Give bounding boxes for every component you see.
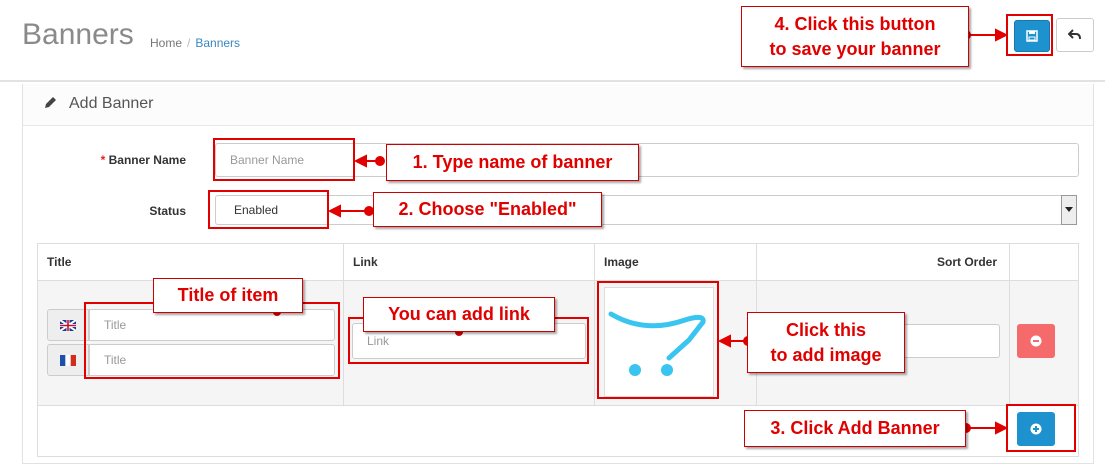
callout-save: 4. Click this button to save your banner: [741, 6, 969, 67]
highlight-banner-name: [213, 138, 355, 181]
callout-title: Title of item: [153, 278, 303, 313]
breadcrumb-home[interactable]: Home: [150, 36, 183, 50]
column-header-link: Link: [353, 255, 378, 269]
callout-save-line1: 4. Click this button: [774, 14, 936, 35]
title-input-fr[interactable]: Title: [89, 344, 335, 376]
status-dropdown-arrow[interactable]: [1061, 195, 1077, 225]
callout-banner-name: 1. Type name of banner: [386, 144, 639, 181]
status-label: Status: [149, 204, 186, 218]
callout-add: 3. Click Add Banner: [744, 410, 966, 447]
callout-image: Click this to add image: [747, 312, 905, 373]
callout-save-line2: to save your banner: [769, 38, 941, 59]
plus-circle-icon: [1030, 423, 1042, 435]
save-button[interactable]: [1014, 20, 1050, 52]
page-title: Banners: [22, 18, 134, 51]
status-value: Enabled: [234, 203, 279, 217]
banner-name-placeholder: Banner Name: [230, 153, 305, 167]
pencil-icon: [45, 97, 56, 108]
en-flag-icon: [60, 319, 76, 331]
banner-name-label: * Banner Name: [60, 153, 186, 167]
column-divider: [1009, 244, 1010, 406]
back-button[interactable]: [1056, 18, 1094, 52]
column-header-sort-order: Sort Order: [937, 255, 998, 269]
highlight-status: [208, 190, 329, 229]
fr-flag-icon: [60, 354, 76, 366]
column-header-title: Title: [47, 255, 72, 269]
banner-image-thumbnail[interactable]: [604, 287, 714, 397]
callout-image-line1: Click this: [785, 320, 866, 341]
language-en-addon: [47, 309, 89, 341]
title-placeholder-en: Title: [104, 318, 127, 332]
breadcrumb-separator: /: [187, 36, 191, 50]
remove-image-button[interactable]: [1017, 324, 1055, 358]
breadcrumb: Home / Banners: [150, 36, 240, 50]
add-banner-button[interactable]: [1017, 412, 1055, 446]
breadcrumb-current[interactable]: Banners: [195, 36, 241, 50]
add-banner-panel: Add Banner: [22, 84, 1094, 464]
cart-placeholder-icon: [608, 311, 706, 376]
callout-link: You can add link: [363, 297, 555, 332]
column-divider: [343, 244, 344, 406]
column-header-image: Image: [604, 255, 639, 269]
column-divider: [594, 244, 595, 406]
title-placeholder-fr: Title: [104, 353, 127, 367]
language-fr-addon: [47, 344, 89, 376]
required-mark: *: [100, 153, 106, 167]
panel-heading: Add Banner: [23, 84, 1093, 126]
callout-image-line2: to add image: [770, 344, 882, 365]
panel-title: Add Banner: [69, 95, 154, 112]
callout-status: 2. Choose "Enabled": [373, 192, 602, 227]
chevron-down-icon: [1065, 207, 1073, 212]
reply-icon: [1068, 29, 1081, 40]
highlight-image: [597, 281, 719, 399]
banner-name-label-text: Banner Name: [108, 153, 186, 167]
save-icon: [1026, 30, 1038, 42]
link-placeholder: Link: [367, 334, 390, 348]
minus-circle-icon: [1030, 335, 1042, 347]
